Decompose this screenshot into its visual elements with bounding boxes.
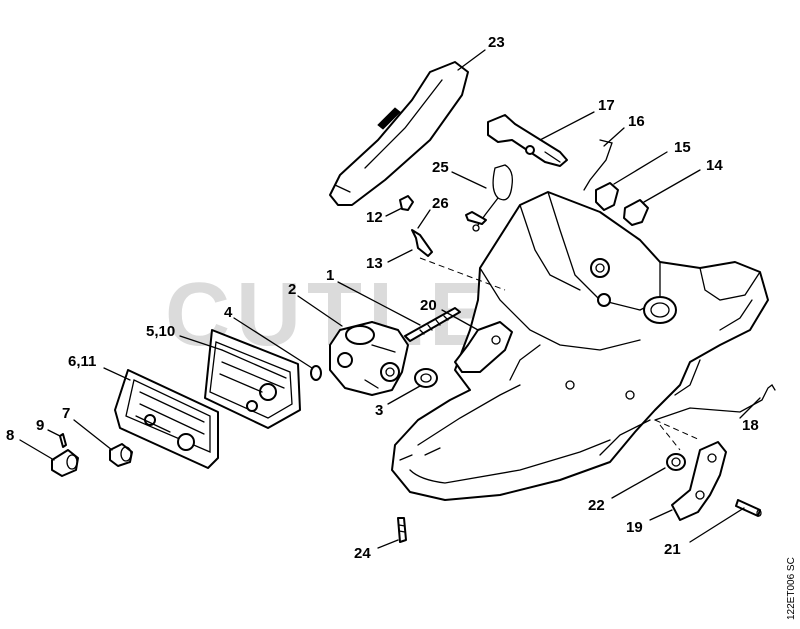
callout-23: 23 [488, 34, 505, 51]
handle-housing [391, 191, 769, 501]
callout-14: 14 [706, 157, 723, 174]
callout-13: 13 [366, 255, 383, 272]
callout-15: 15 [674, 139, 691, 156]
air-filter-part [204, 329, 301, 429]
callout-18: 18 [742, 417, 759, 434]
screw-part-24 [397, 517, 407, 543]
callout-1: 1 [326, 267, 334, 284]
callout-labels: 23 17 16 15 14 25 26 12 13 1 2 20 4 5,10… [6, 34, 759, 562]
alignment-line [654, 419, 701, 441]
callout-7: 7 [62, 405, 70, 422]
callout-16: 16 [628, 113, 645, 130]
pin-part-21 [735, 499, 762, 517]
callout-22: 22 [588, 497, 605, 514]
lever-part [671, 441, 727, 521]
wire-spring-part [654, 384, 776, 421]
callout-17: 17 [598, 97, 615, 114]
spring-rod-part [583, 139, 613, 191]
callout-21: 21 [664, 541, 681, 558]
leader-lines [19, 49, 761, 549]
carburetor-part [329, 321, 409, 396]
callout-3: 3 [375, 402, 383, 419]
bracket-part [411, 229, 433, 257]
lock-part [595, 182, 619, 211]
callout-12: 12 [366, 209, 383, 226]
threaded-stud-part [404, 307, 461, 342]
screw-part-26 [465, 211, 487, 225]
callout-24: 24 [354, 545, 371, 562]
gasket-part [310, 365, 322, 381]
throttle-shaft-part [487, 114, 568, 167]
callout-4: 4 [224, 304, 233, 321]
callout-8: 8 [6, 427, 14, 444]
callout-2: 2 [288, 281, 296, 298]
grommet-part [414, 368, 438, 388]
callout-5-10: 5,10 [146, 323, 175, 340]
callout-26: 26 [432, 195, 449, 212]
alignment-line [419, 257, 506, 291]
callout-25: 25 [432, 159, 449, 176]
callout-19: 19 [626, 519, 643, 536]
throttle-trigger-part [454, 321, 513, 373]
pin-part-9 [59, 433, 67, 448]
callout-20: 20 [420, 297, 437, 314]
callout-6-11: 6,11 [68, 353, 96, 370]
clip-part [623, 199, 649, 226]
plug-part-7 [109, 443, 133, 467]
filter-frame-part [114, 369, 219, 469]
top-handle-part [329, 61, 469, 206]
nut-part-8 [51, 449, 79, 477]
spring-part [666, 453, 686, 471]
alignment-line [659, 424, 681, 451]
callout-9: 9 [36, 417, 44, 434]
drawing-code: 122ET006 SC [786, 557, 797, 620]
